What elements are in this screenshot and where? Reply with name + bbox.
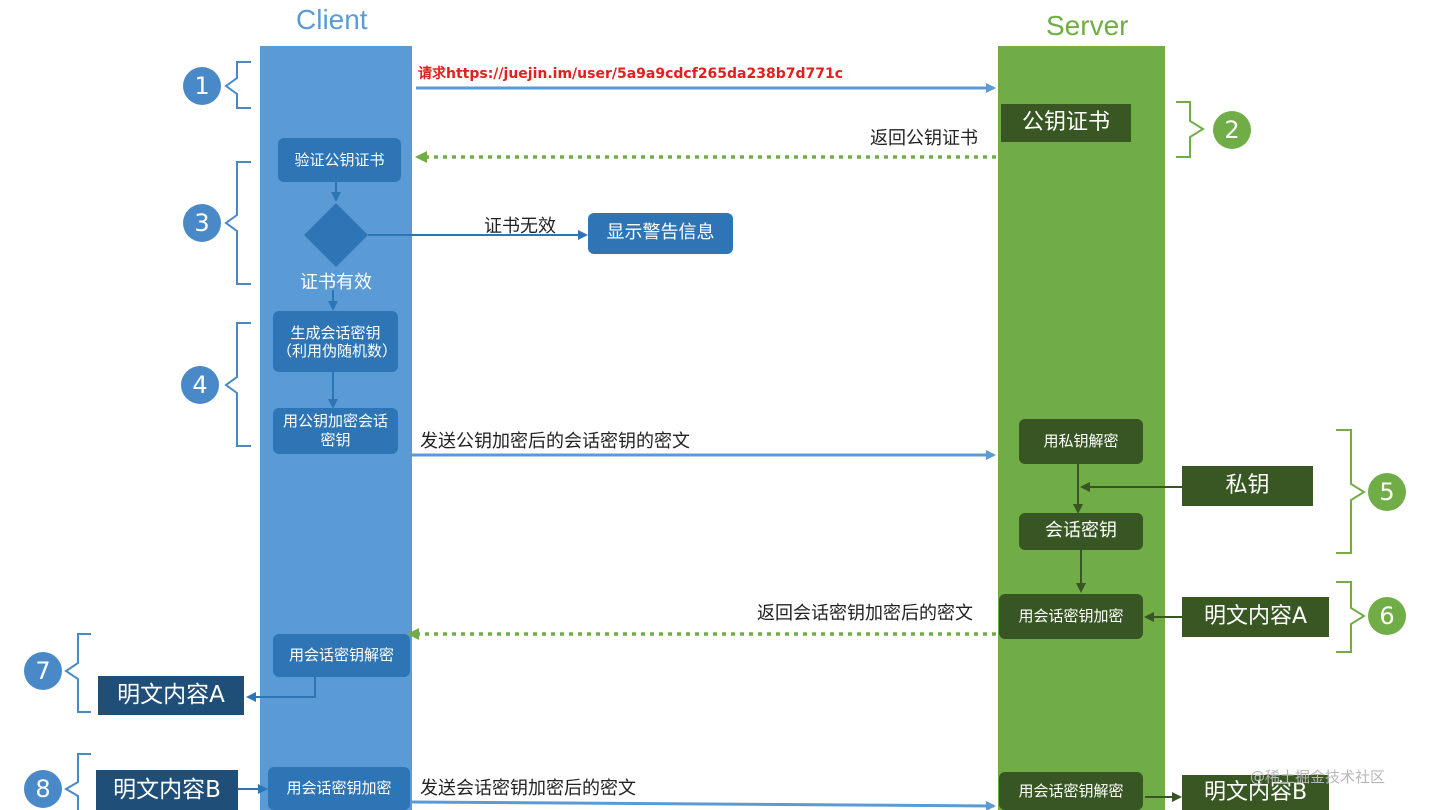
watermark: @稀土掘金技术社区 [1250, 768, 1386, 786]
bracket-step-7 [64, 633, 91, 713]
client-lane-title: Client [296, 4, 368, 35]
server-plaintext-a: 明文内容A [1182, 597, 1329, 637]
session-key-box: 会话密钥 [1019, 513, 1143, 550]
client-decrypt-to-plaintext-arrow [246, 677, 316, 702]
bracket-step-4 [224, 322, 251, 447]
bracket-step-5 [1336, 429, 1366, 554]
step-5-badge: 5 [1368, 473, 1406, 511]
send-encrypted-content-label: 发送会话密钥加密后的密文 [420, 778, 636, 799]
bracket-step-2 [1176, 101, 1205, 158]
client-plaintext-b: 明文内容B [96, 770, 238, 810]
step-7-badge: 7 [24, 652, 62, 690]
server-encrypt-box: 用会话密钥加密 [999, 594, 1143, 639]
client-plaintext-a: 明文内容A [98, 676, 244, 715]
bracket-step-1 [224, 61, 251, 109]
step-4-badge: 4 [181, 366, 219, 404]
server-decrypt-box: 用会话密钥解密 [999, 772, 1143, 810]
step-6-badge: 6 [1368, 597, 1406, 635]
send-encrypted-key-label: 发送公钥加密后的会话密钥的密文 [420, 431, 690, 452]
public-cert-box: 公钥证书 [1001, 104, 1131, 142]
warning-box: 显示警告信息 [588, 213, 733, 254]
send-encrypted-content-arrow [409, 800, 996, 810]
server-plaintext-b: 明文内容B [1182, 775, 1329, 810]
gen-session-key-box: 生成会话密钥（利用伪随机数） [273, 311, 398, 372]
return-cert-label: 返回公钥证书 [870, 128, 978, 149]
bracket-step-8 [64, 753, 91, 810]
client-encrypt-box: 用会话密钥加密 [268, 767, 410, 810]
step-1-badge: 1 [183, 67, 221, 105]
server-decrypt-private-box: 用私钥解密 [1019, 419, 1143, 464]
client-decrypt-box: 用会话密钥解密 [273, 634, 410, 677]
return-encrypted-content-label: 返回会话密钥加密后的密文 [757, 603, 973, 624]
server-lane-title: Server [1046, 10, 1129, 41]
decision-diamond [304, 203, 368, 267]
bracket-step-6 [1336, 581, 1366, 653]
cert-valid-label: 证书有效 [300, 272, 372, 293]
step-3-badge: 3 [183, 204, 221, 242]
private-key-box: 私钥 [1182, 466, 1313, 506]
verify-cert-box: 验证公钥证书 [278, 138, 401, 182]
step-2-badge: 2 [1213, 111, 1251, 149]
encrypt-session-key-box: 用公钥加密会话密钥 [273, 408, 398, 454]
cert-invalid-label: 证书无效 [484, 216, 556, 237]
bracket-step-3 [224, 161, 251, 285]
request-url-label: 请求https://juejin.im/user/5a9a9cdcf265da2… [418, 66, 844, 82]
step-8-badge: 8 [24, 770, 62, 808]
